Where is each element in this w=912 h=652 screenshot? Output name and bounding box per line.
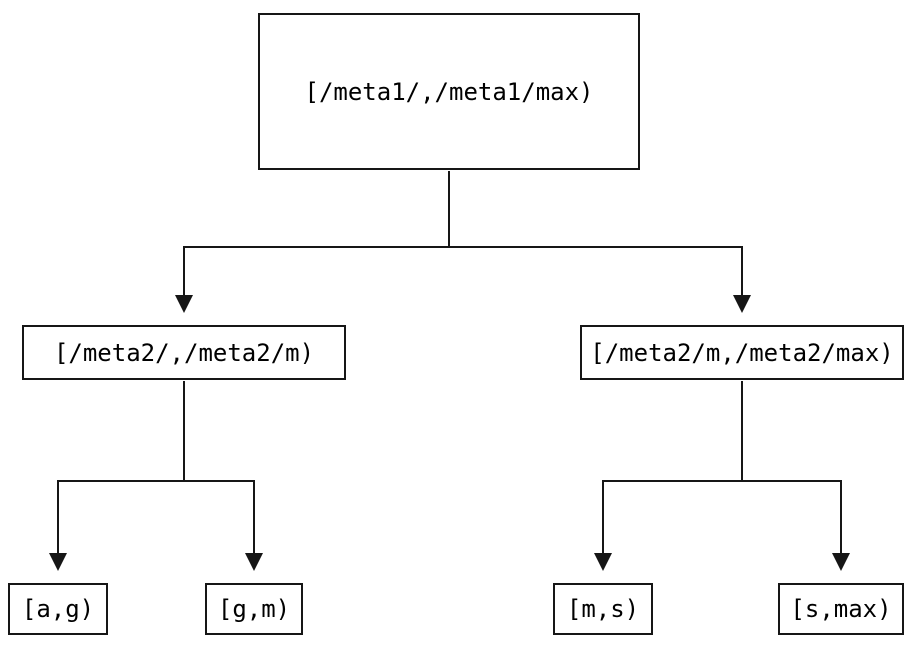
tree-leaf-m-s: [m,s) xyxy=(553,583,653,635)
arrow-down-icon xyxy=(245,553,263,571)
arrow-down-icon xyxy=(733,295,751,313)
arrow-down-icon xyxy=(175,295,193,313)
edge-root-branch xyxy=(183,246,743,296)
tree-node-root: [/meta1/,/meta1/max) xyxy=(258,13,640,170)
arrow-down-icon xyxy=(594,553,612,571)
arrow-down-icon xyxy=(832,553,850,571)
edge-root-to-children xyxy=(175,171,751,313)
edge-left-child-to-leaves xyxy=(49,381,263,571)
tree-leaf-g-m: [g,m) xyxy=(205,583,303,635)
tree-leaf-s-max: [s,max) xyxy=(778,583,904,635)
edge-right-child-to-leaves xyxy=(594,381,850,571)
arrow-down-icon xyxy=(49,553,67,571)
edge-left-branch xyxy=(57,480,255,554)
tree-leaf-a-g: [a,g) xyxy=(8,583,108,635)
tree-node-meta2-high: [/meta2/m,/meta2/max) xyxy=(580,325,904,380)
tree-node-meta2-low: [/meta2/,/meta2/m) xyxy=(22,325,346,380)
edge-right-branch xyxy=(602,480,842,554)
